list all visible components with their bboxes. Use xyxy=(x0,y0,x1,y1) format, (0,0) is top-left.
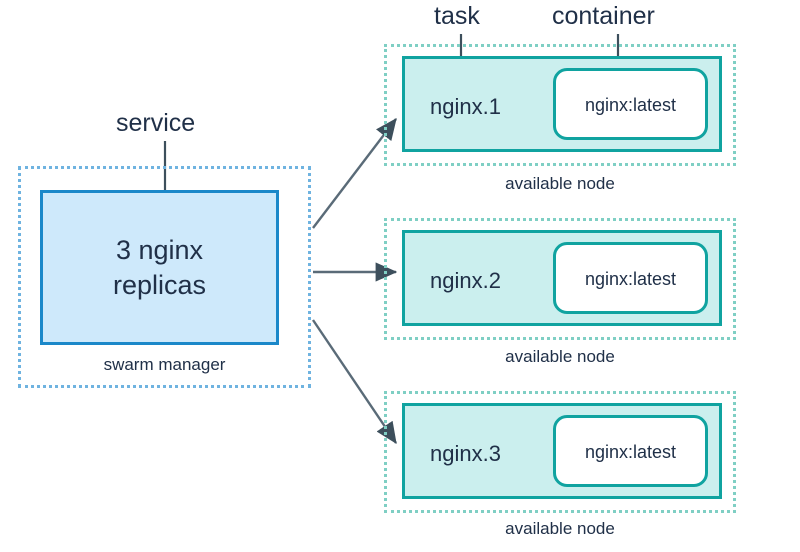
container-image-label-2: nginx:latest xyxy=(584,269,677,289)
node-caption-3: available node xyxy=(505,519,615,538)
node-group-2 xyxy=(384,218,736,340)
task-label-3: nginx.3 xyxy=(430,441,501,466)
container-box-3 xyxy=(553,415,708,487)
container-image-label-3: nginx:latest xyxy=(584,442,677,462)
container-box-1 xyxy=(553,68,708,140)
node-group-1 xyxy=(384,44,736,166)
annotation-label-container: container xyxy=(552,2,655,30)
annotation-label-task: task xyxy=(434,2,480,30)
node-caption-1: available node xyxy=(505,174,615,193)
service-box xyxy=(40,190,279,345)
node-group-3 xyxy=(384,391,736,513)
container-image-label-1: nginx:latest xyxy=(584,95,677,115)
task-label-2: nginx.2 xyxy=(430,268,501,293)
task-label-1: nginx.1 xyxy=(430,94,501,119)
node-caption-2: available node xyxy=(505,347,615,366)
service-replicas-label: 3 nginx replicas xyxy=(112,235,207,300)
swarm-manager-caption: swarm manager xyxy=(103,355,226,374)
annotation-label-service: service xyxy=(116,109,196,137)
container-box-2 xyxy=(553,242,708,314)
swarm-manager-group xyxy=(18,166,311,388)
